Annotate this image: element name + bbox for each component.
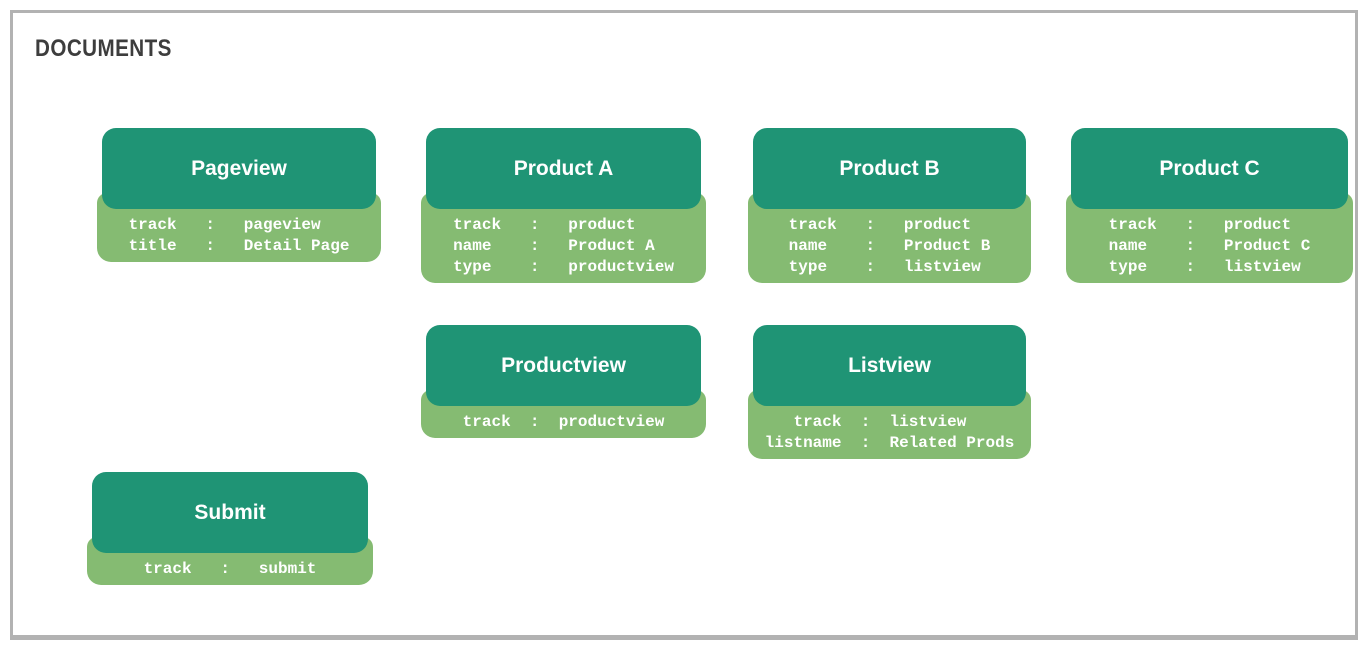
card-title: Pageview — [191, 156, 287, 180]
attribute-block: track : product name : Product B type : … — [789, 215, 991, 278]
card-productview-header: Productview — [426, 325, 701, 406]
card-product-c-header: Product C — [1071, 128, 1348, 209]
page-title: DOCUMENTS — [35, 35, 172, 62]
card-pageview: Pageview track : pageview title : Detail… — [97, 128, 381, 262]
attribute-line: track : pageview — [128, 216, 321, 234]
attribute-line: name : Product A — [453, 237, 655, 255]
attribute-line: track : product — [1108, 216, 1292, 234]
attribute-line: track : product — [453, 216, 636, 234]
attribute-line: title : Detail Page — [128, 237, 350, 255]
attribute-block: track : listview listname : Related Prod… — [765, 412, 1015, 454]
attribute-line: track : productview — [462, 413, 665, 431]
attribute-line: name : Product B — [788, 237, 991, 255]
card-product-b-header: Product B — [753, 128, 1026, 209]
attribute-line: name : Product C — [1108, 237, 1311, 255]
card-title: Submit — [194, 500, 266, 524]
card-title: Product C — [1159, 156, 1260, 180]
card-product-c: Product C track : product name : Product… — [1066, 128, 1353, 283]
card-pageview-header: Pageview — [102, 128, 376, 209]
card-product-a: Product A track : product name : Product… — [421, 128, 706, 283]
attribute-block: track : product name : Product A type : … — [453, 215, 674, 278]
attribute-line: type : listview — [788, 258, 981, 276]
card-listview-header: Listview — [753, 325, 1026, 406]
documents-frame: DOCUMENTS Pageview track : pageview titl… — [10, 10, 1358, 640]
attribute-line: track : product — [788, 216, 972, 234]
card-title: Productview — [501, 353, 626, 377]
card-submit-header: Submit — [92, 472, 368, 553]
attribute-line: track : listview — [764, 413, 967, 431]
attribute-line: track : submit — [143, 560, 317, 578]
attribute-block: track : pageview title : Detail Page — [129, 215, 350, 257]
card-product-a-header: Product A — [426, 128, 701, 209]
card-title: Product A — [513, 156, 614, 180]
attribute-block: track : submit — [144, 559, 317, 580]
attribute-line: listname : Related Prods — [764, 434, 1015, 452]
card-listview: Listview track : listview listname : Rel… — [748, 325, 1031, 459]
attribute-line: type : productview — [453, 258, 674, 276]
card-product-b: Product B track : product name : Product… — [748, 128, 1031, 283]
card-productview: Productview track : productview — [421, 325, 706, 438]
card-submit: Submit track : submit — [87, 472, 373, 585]
card-title: Product B — [839, 156, 940, 180]
card-title: Listview — [848, 353, 931, 377]
attribute-block: track : product name : Product C type : … — [1109, 215, 1311, 278]
attribute-block: track : productview — [463, 412, 665, 433]
attribute-line: type : listview — [1108, 258, 1301, 276]
